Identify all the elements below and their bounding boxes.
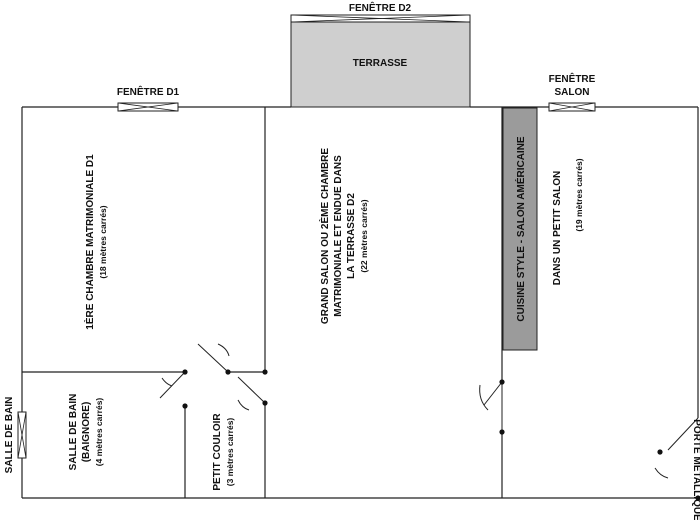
small-salon-title: DANS UN PETIT SALON [552,171,563,285]
bedroom-title: 1ÈRE CHAMBRE MATRIMONIALE D1 [83,154,96,330]
grand-salon-line3: LA TERRASSE D2 [346,193,357,279]
grand-salon-line2: MATRIMONIALE ET ENDUE DANS [333,155,344,317]
window-d1-label: FENÊTRE D1 [117,85,180,98]
bedroom-label-group: 1ÈRE CHAMBRE MATRIMONIALE D1 (18 mètres … [83,154,108,330]
grand-salon-line1: GRAND SALON OU 2ÈME CHAMBRE [318,148,331,324]
window-bathroom-icon [17,411,27,459]
small-salon-area: (19 mètres carrés) [574,158,584,231]
bathroom-area: (4 mètres carrés) [94,398,104,467]
terrace-area [290,17,471,108]
door-grand-salon[interactable] [237,376,268,411]
bathroom-window-label: SALLE DE BAIN [4,397,15,474]
door-bedroom[interactable] [197,343,268,375]
outer-walls [21,106,698,499]
corridor-title: PETIT COULOIR [212,413,223,491]
terrace-label: TERRASSE [353,58,408,69]
kitchen-counter [502,107,538,351]
window-salon-label-line1: FENÊTRE [549,72,596,85]
bathroom-line2: (BAIGNORE) [81,402,92,463]
bedroom-area: (18 mètres carrés) [98,205,108,278]
grand-salon-area: (22 mètres carrés) [359,199,369,272]
door-kitchen-salon[interactable] [479,379,505,435]
small-salon-label-group: DANS UN PETIT SALON (19 mètres carrés) [552,158,584,285]
window-d1-icon [117,102,179,112]
door-metal[interactable] [654,417,700,501]
bathroom-label-group: SALLE DE BAIN (BAIGNORE) (4 mètres carré… [68,394,104,471]
window-d2-icon [290,14,471,23]
corridor-label-group: PETIT COULOIR (3 mètres carrés) [212,413,235,491]
window-salon-label-line2: SALON [555,87,590,98]
metal-door-label: PORTE MÉTALLIQUE [691,419,700,520]
window-salon-icon [548,102,596,112]
kitchen-label: CUISINE STYLE - SALON AMÉRICAINE [514,136,527,322]
door-bathroom[interactable] [159,369,188,409]
bathroom-line1: SALLE DE BAIN [68,394,79,471]
grand-salon-label-group: GRAND SALON OU 2ÈME CHAMBRE MATRIMONIALE… [318,148,369,324]
interior-walls [22,107,699,498]
corridor-area: (3 mètres carrés) [225,418,235,487]
window-d2-label: FENÊTRE D2 [349,1,412,14]
